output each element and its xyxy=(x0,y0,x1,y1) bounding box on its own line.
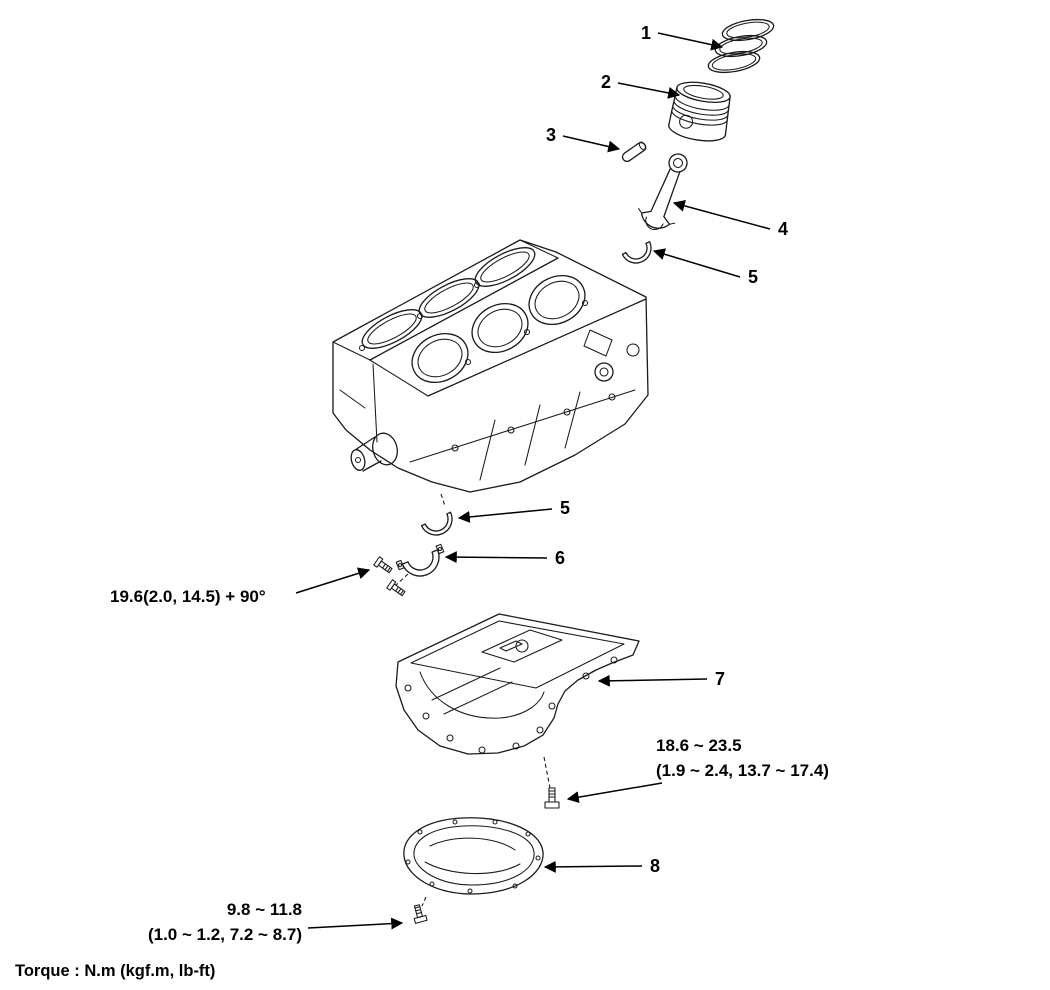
leader-bearing-cap xyxy=(444,551,548,564)
cylinder-block xyxy=(332,239,649,493)
connecting-rod xyxy=(638,153,688,230)
callout-1: 1 xyxy=(641,23,651,43)
leader-lower-pan-torque xyxy=(307,917,404,930)
torque-lower-pan-line1: 9.8 ~ 11.8 xyxy=(227,900,302,919)
rod-cap-bolt xyxy=(386,579,406,597)
upper-oil-pan-bolt xyxy=(544,787,560,809)
callout-6: 6 xyxy=(555,548,565,568)
leader-rod-bearing-lower xyxy=(457,508,553,523)
piston-rings xyxy=(707,18,775,74)
assembly-dash-lower-pan-bolt xyxy=(421,896,427,907)
torque-units-note: Torque : N.m (kgf.m, lb-ft) xyxy=(15,962,215,980)
leader-piston-pin xyxy=(562,135,621,153)
piston-pin xyxy=(621,141,647,163)
leader-piston xyxy=(617,82,681,99)
crankshaft-snout xyxy=(350,432,398,472)
leader-connecting-rod xyxy=(672,200,771,230)
callout-5-lower: 5 xyxy=(560,498,570,518)
callout-4: 4 xyxy=(778,219,788,239)
assembly-dash-cap-bolt xyxy=(395,573,409,586)
torque-rod-cap: 19.6(2.0, 14.5) + 90° xyxy=(110,587,266,606)
callout-7: 7 xyxy=(715,669,725,689)
leader-rod-cap-torque xyxy=(295,567,371,594)
torque-lower-pan-line2: (1.0 ~ 1.2, 7.2 ~ 8.7) xyxy=(148,925,302,944)
bearing-cap xyxy=(395,543,445,577)
leader-upper-pan-torque xyxy=(566,782,663,804)
rod-bearing-lower xyxy=(420,511,453,536)
torque-upper-pan-line1: 18.6 ~ 23.5 xyxy=(656,736,742,755)
piston xyxy=(668,81,731,142)
leader-upper-oil-pan xyxy=(597,674,708,687)
upper-oil-pan xyxy=(395,613,640,755)
assembly-dash-upper-pan-bolt xyxy=(543,756,551,789)
leader-lower-oil-pan xyxy=(543,860,643,873)
callout-8: 8 xyxy=(650,856,660,876)
lower-oil-pan-bolt xyxy=(413,904,428,924)
rod-cap-bolt xyxy=(373,556,393,574)
callout-3: 3 xyxy=(546,125,556,145)
leader-rings xyxy=(657,32,724,51)
callout-5-upper: 5 xyxy=(748,267,758,287)
callout-2: 2 xyxy=(601,72,611,92)
assembly-dash-block-bearing xyxy=(440,493,446,507)
rod-bearing-upper xyxy=(621,241,652,264)
leader-rod-bearing-upper xyxy=(652,248,741,278)
lower-oil-pan xyxy=(403,817,544,895)
torque-upper-pan-line2: (1.9 ~ 2.4, 13.7 ~ 17.4) xyxy=(656,761,829,780)
